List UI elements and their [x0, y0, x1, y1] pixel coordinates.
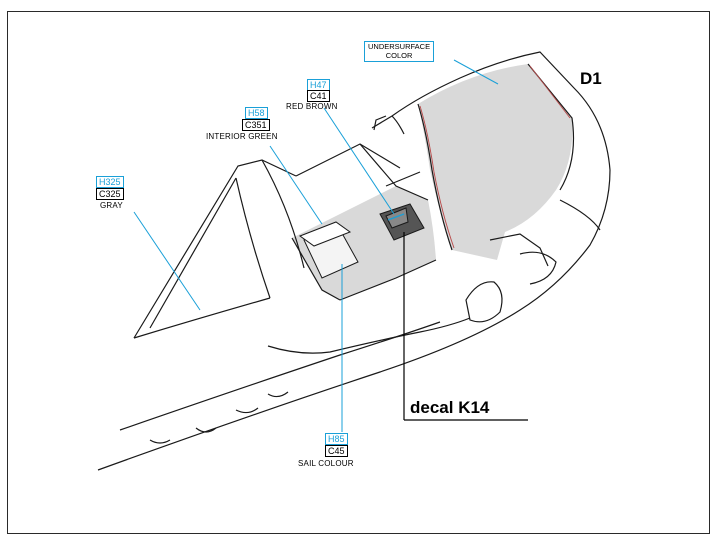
- red-brown-name: RED BROWN: [286, 102, 338, 111]
- interior-green-c-code: C351: [242, 119, 270, 131]
- gray-h-code: H325: [96, 176, 124, 188]
- undersurface-color-callout: UNDERSURFACE COLOR: [364, 41, 435, 62]
- sail-colour-h-code: H85: [325, 433, 348, 445]
- undersurface-line2: COLOR: [385, 50, 413, 60]
- decal-label: decal K14: [410, 398, 490, 417]
- sail-colour-c-code: C45: [325, 445, 348, 457]
- gray-name: GRAY: [100, 201, 123, 210]
- red-edge-trim: [419, 65, 571, 249]
- instrument-panel: [298, 203, 425, 279]
- red-brown-c-code: C41: [307, 90, 330, 102]
- interior-green-h-code: H58: [245, 107, 268, 119]
- interior-green-name: INTERIOR GREEN: [206, 132, 278, 141]
- panel-frame: [7, 11, 710, 534]
- undersurface-line1: UNDERSURFACE: [368, 42, 431, 51]
- leader-lines: [133, 59, 499, 432]
- part-id-label: D1: [580, 69, 602, 88]
- gray-c-code: C325: [96, 188, 124, 200]
- fuselage-outline: [97, 51, 611, 471]
- decal-leader: [403, 232, 528, 421]
- undersurface-shading: [418, 64, 573, 260]
- sail-colour-name: SAIL COLOUR: [298, 459, 354, 468]
